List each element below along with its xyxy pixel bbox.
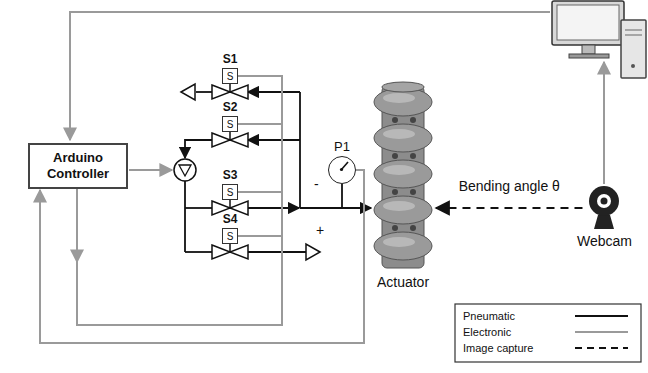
solenoid-outline: S bbox=[222, 68, 238, 84]
polarity-sign: - bbox=[314, 176, 319, 192]
solenoid-box: S3S bbox=[222, 169, 238, 200]
solenoid-letter: S bbox=[227, 187, 234, 198]
legend-sample bbox=[575, 315, 628, 317]
valve-body bbox=[212, 85, 248, 99]
computer-icon bbox=[552, 1, 646, 78]
legend-sample bbox=[575, 331, 628, 333]
signal-wire bbox=[40, 170, 364, 343]
solenoid-letter: S bbox=[227, 119, 234, 130]
valve-stem bbox=[229, 244, 231, 252]
pressure-gauge: P1 bbox=[328, 139, 356, 184]
valve-symbol bbox=[212, 84, 248, 259]
actuator-illustration bbox=[373, 80, 433, 272]
signal-wire bbox=[77, 189, 282, 325]
valve-label: S4 bbox=[223, 213, 238, 226]
valve-body bbox=[212, 245, 248, 259]
legend-text: Image capture bbox=[463, 342, 533, 355]
controller-box: Arduino Controller bbox=[28, 143, 128, 189]
webcam: Webcam bbox=[577, 185, 632, 249]
webcam-icon bbox=[584, 185, 624, 231]
exhaust-symbol bbox=[181, 84, 195, 100]
image-capture-arrow bbox=[436, 207, 582, 209]
solenoid-outline: S bbox=[222, 228, 238, 244]
actuator-figure bbox=[373, 80, 433, 272]
pump-symbol bbox=[174, 159, 196, 181]
valve-label: S3 bbox=[223, 169, 238, 182]
signal-wire bbox=[77, 189, 282, 325]
valve-body bbox=[212, 133, 248, 147]
signal-wire bbox=[77, 76, 282, 325]
valve-stem bbox=[229, 200, 231, 208]
valve-stem bbox=[229, 84, 231, 92]
node-caption: Actuator bbox=[377, 274, 429, 290]
gauge-needle bbox=[329, 157, 354, 182]
exhaust-symbol bbox=[306, 244, 320, 260]
solenoid-box: S2S bbox=[222, 101, 238, 132]
node-caption: Webcam bbox=[577, 233, 632, 249]
signal-wire bbox=[70, 12, 604, 262]
solenoid-outline: S bbox=[222, 116, 238, 132]
legend-text: Pneumatic bbox=[463, 310, 515, 323]
pneumatic-line bbox=[185, 92, 371, 252]
valve-label: S2 bbox=[223, 101, 238, 114]
solenoid-letter: S bbox=[227, 71, 234, 82]
webcam-figure bbox=[584, 185, 624, 231]
solenoid-outline: S bbox=[222, 184, 238, 200]
solenoid-letter: S bbox=[227, 231, 234, 242]
node-label: Arduino Controller bbox=[36, 150, 120, 182]
gauge-dial bbox=[328, 156, 356, 184]
actuator: Actuator bbox=[373, 80, 433, 290]
solenoid-box: S1S bbox=[222, 53, 238, 84]
polarity-sign: + bbox=[316, 222, 324, 238]
edge-label: Bending angle θ bbox=[457, 178, 562, 194]
legend-box bbox=[455, 304, 641, 362]
gauge-label: P1 bbox=[334, 139, 350, 154]
legend-sample bbox=[575, 347, 628, 349]
solenoid-box: S4S bbox=[222, 213, 238, 244]
valve-stem bbox=[229, 132, 231, 140]
valve-label: S1 bbox=[223, 53, 238, 66]
legend-text: Electronic bbox=[463, 326, 511, 339]
